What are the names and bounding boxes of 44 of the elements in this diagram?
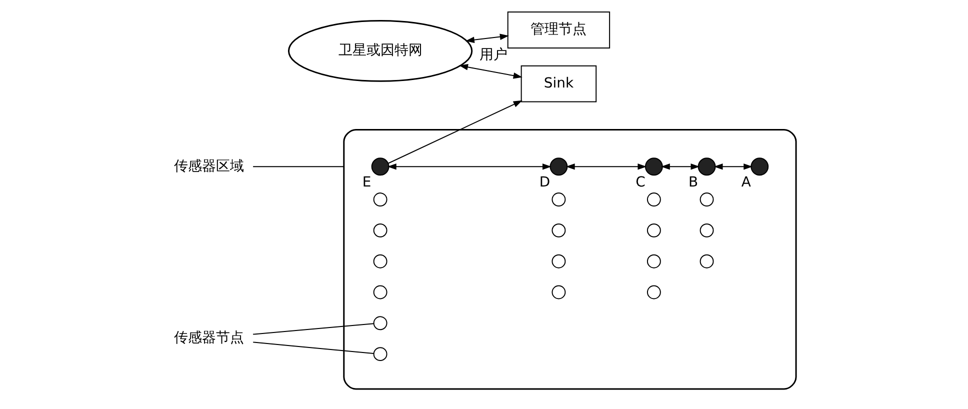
node-circle [750, 158, 768, 176]
node-text: 传感器节点 [173, 330, 244, 346]
node-circle [551, 192, 566, 206]
node-circle [644, 158, 662, 176]
node-label: C [635, 174, 645, 190]
connector [252, 166, 344, 168]
node-circle [699, 223, 714, 238]
node-circle [551, 223, 566, 238]
cluster [342, 128, 796, 390]
node-circle [551, 285, 566, 300]
node-text: 传感器区域 [173, 158, 244, 174]
node-label: D [538, 174, 550, 190]
arrow [565, 163, 646, 170]
node-label: E [362, 174, 371, 190]
node-ellipse: 卫星或因特网 [287, 20, 472, 82]
arrow [713, 163, 752, 170]
arrow [660, 163, 700, 170]
node-circle [372, 254, 387, 268]
arrow [464, 34, 508, 44]
node-circle [646, 223, 660, 238]
node-circle [372, 347, 387, 362]
node-circle [646, 285, 660, 300]
arrow [458, 64, 522, 79]
connector [252, 323, 374, 335]
node-circle [699, 254, 714, 268]
node-circle [372, 316, 387, 330]
node-box: 管理节点 [506, 12, 610, 48]
node-label: 用户 [478, 47, 507, 64]
arrow [387, 100, 522, 164]
node-circle [646, 192, 660, 206]
node-circle [697, 158, 716, 176]
node-circle [372, 192, 387, 206]
node-circle [646, 254, 660, 268]
node-circle [372, 285, 387, 300]
node-circle [549, 158, 568, 176]
node-box: Sink [520, 65, 596, 102]
node-label: A [740, 174, 750, 190]
node-circle [551, 254, 566, 268]
node-circle [699, 192, 714, 206]
node-circle [372, 223, 387, 238]
node-circle [370, 158, 389, 176]
node-label: B [688, 174, 698, 190]
connector [252, 342, 374, 354]
arrow [386, 163, 551, 170]
